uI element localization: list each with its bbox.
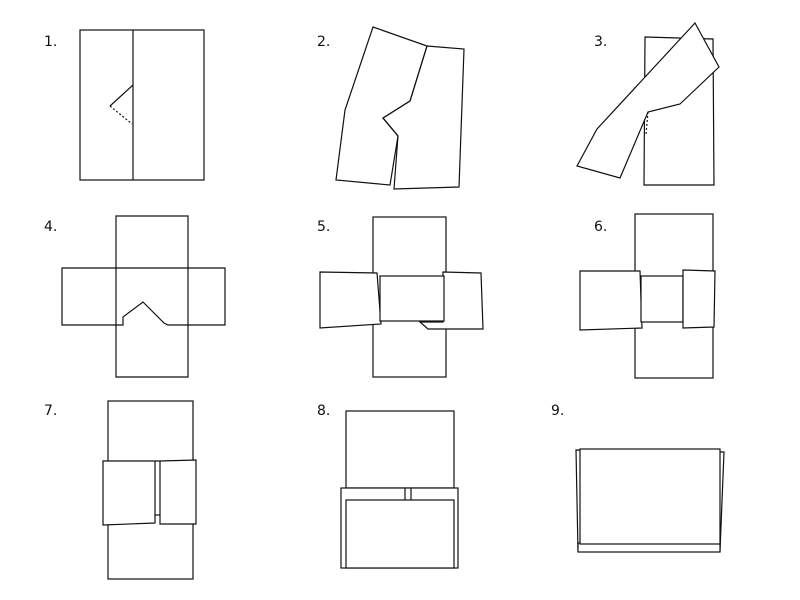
step-4-figure — [61, 215, 226, 378]
step-2-left-panel — [335, 26, 428, 186]
step-8-front-panel — [345, 499, 455, 569]
step-5-figure — [319, 216, 484, 378]
step-1-cut-line — [109, 84, 134, 107]
step-6-figure — [579, 213, 716, 379]
step-7-figure — [102, 400, 197, 580]
step-9-front-panel — [579, 448, 721, 545]
step-1-paper — [79, 29, 205, 181]
step-5-right-flap — [418, 271, 484, 330]
step-5-label: 5. — [317, 219, 331, 235]
step-1-label: 1. — [44, 34, 58, 50]
step-3-folded-flap — [576, 21, 720, 179]
step-8-figure — [340, 410, 459, 569]
step-4-cut-notch — [116, 301, 188, 326]
step-9-figure — [575, 448, 725, 553]
step-8-back-panel — [345, 410, 455, 489]
step-2-right-panel — [382, 45, 465, 190]
step-7-left-flap — [102, 460, 156, 526]
step-6-left-flap — [579, 270, 643, 331]
step-3-figure — [576, 21, 720, 186]
step-7-right-flap — [159, 459, 197, 525]
step-4-label: 4. — [44, 219, 58, 235]
step-1-figure — [79, 29, 205, 181]
step-8-label: 8. — [317, 403, 331, 419]
step-6-label: 6. — [594, 219, 608, 235]
step-7-label: 7. — [44, 403, 58, 419]
step-6-center-square — [640, 275, 684, 323]
step-2-figure — [335, 26, 465, 190]
step-5-center-square — [379, 275, 445, 322]
step-2-label: 2. — [317, 34, 331, 50]
step-4-cross-outline — [61, 215, 226, 378]
step-1-dashed-fold — [109, 105, 133, 125]
step-3-label: 3. — [594, 34, 608, 50]
step-9-label: 9. — [551, 403, 565, 419]
step-5-left-flap — [319, 271, 382, 329]
step-6-right-flap — [682, 269, 716, 329]
